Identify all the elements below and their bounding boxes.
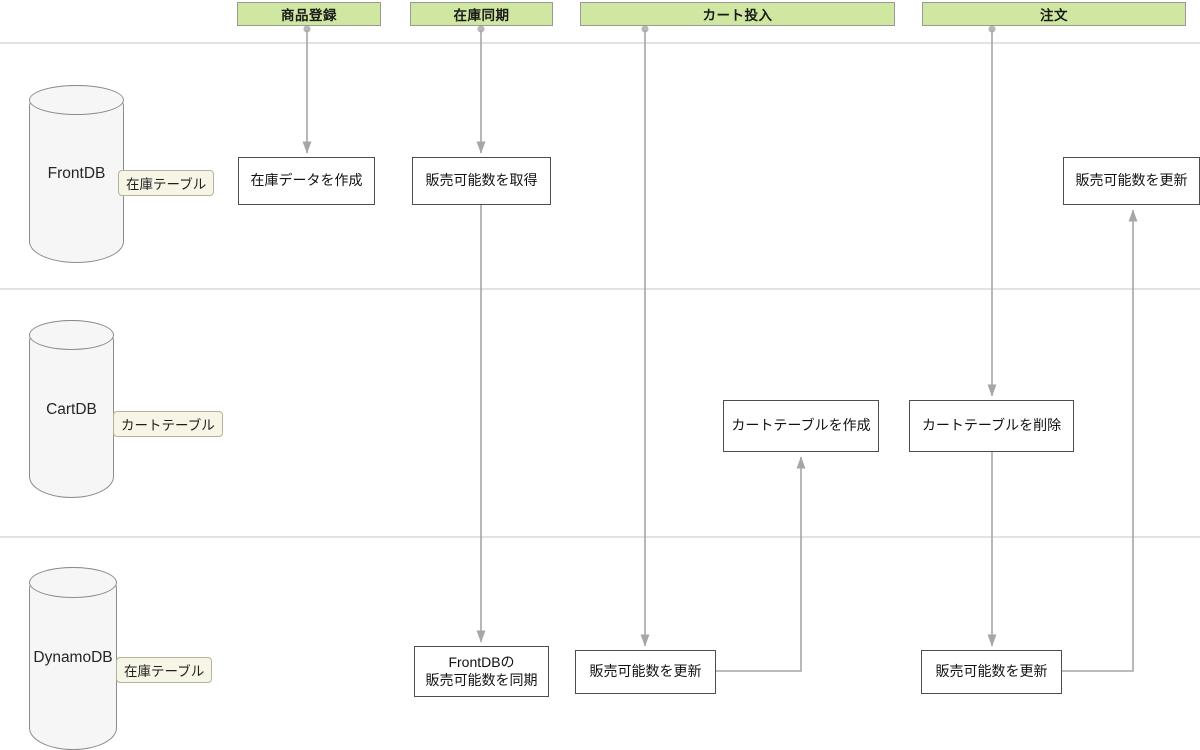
row-separators (0, 42, 1200, 538)
table-tag-frontdb[interactable]: 在庫テーブル (118, 170, 215, 196)
lane-dot-1 (303, 25, 311, 33)
lane-origin-dots (303, 25, 996, 33)
process-label: 在庫データを作成 (250, 172, 363, 189)
process-box-create-inventory-data[interactable]: 在庫データを作成 (238, 157, 375, 205)
process-box-sync-frontdb-available[interactable]: FrontDBの 販売可能数を同期 (414, 646, 549, 697)
lane-header-label: カート投入 (702, 8, 773, 23)
process-label: 販売可能数を更新 (589, 663, 702, 680)
table-tag-label: 在庫テーブル (126, 177, 207, 192)
process-label: カートテーブルを作成 (731, 417, 871, 434)
process-box-update-available-order[interactable]: 販売可能数を更新 (921, 650, 1062, 694)
table-tag-label: カートテーブル (121, 418, 215, 433)
process-box-create-cart-table[interactable]: カートテーブルを作成 (723, 400, 879, 452)
lane-header-label: 注文 (1040, 8, 1068, 23)
cylinder-top-icon (29, 85, 124, 116)
table-tag-dynamodb[interactable]: 在庫テーブル (116, 657, 213, 683)
lane-header-inventory-sync[interactable]: 在庫同期 (410, 2, 553, 26)
process-box-update-available-dynamo[interactable]: 販売可能数を更新 (575, 650, 716, 694)
cylinder-top-icon (29, 567, 117, 599)
table-tag-cartdb[interactable]: カートテーブル (113, 411, 223, 437)
lane-header-label: 商品登録 (281, 8, 337, 23)
process-label: 販売可能数を更新 (935, 663, 1048, 680)
lane-dot-2 (477, 25, 485, 33)
db-cylinder-cartdb[interactable]: CartDB (29, 320, 114, 498)
lane-header-label: 在庫同期 (453, 8, 510, 23)
process-label: 販売可能数を更新 (1075, 172, 1188, 189)
process-label: カートテーブルを削除 (921, 417, 1062, 434)
db-cylinder-dynamodb[interactable]: DynamoDB (29, 567, 117, 750)
db-name-dynamodb: DynamoDB (33, 649, 113, 666)
table-tag-label: 在庫テーブル (124, 664, 205, 679)
process-label: FrontDBの 販売可能数を同期 (425, 654, 538, 688)
db-cylinder-frontdb[interactable]: FrontDB (29, 85, 124, 263)
lane-dot-4 (988, 25, 996, 33)
cylinder-top-icon (29, 320, 114, 351)
process-label: 販売可能数を取得 (425, 172, 538, 189)
lane-dot-3 (641, 25, 649, 33)
conn-update-dynamo-to-create-cart (716, 456, 806, 672)
lane-header-add-to-cart[interactable]: カート投入 (580, 2, 895, 26)
process-box-delete-cart-table[interactable]: カートテーブルを削除 (909, 400, 1074, 452)
db-name-cartdb: CartDB (46, 401, 97, 418)
lane-header-order[interactable]: 注文 (922, 2, 1186, 26)
process-box-update-available-front[interactable]: 販売可能数を更新 (1063, 157, 1200, 205)
process-box-get-available-count[interactable]: 販売可能数を取得 (412, 157, 551, 205)
lane-header-product-registration[interactable]: 商品登録 (237, 2, 381, 26)
db-name-frontdb: FrontDB (47, 165, 106, 182)
